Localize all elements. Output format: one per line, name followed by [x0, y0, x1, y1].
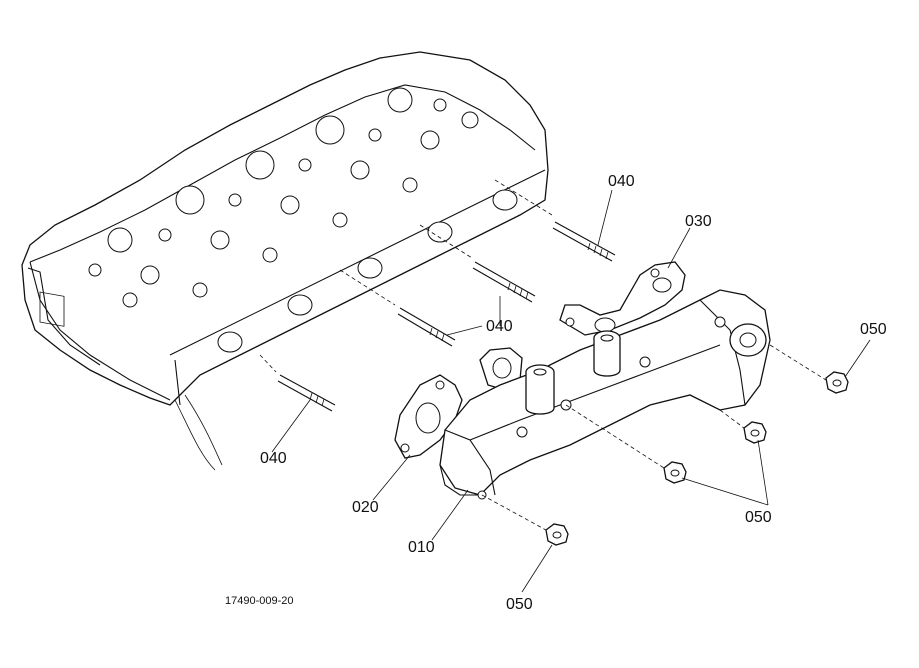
- nut-upper-mid: [719, 409, 767, 444]
- cylinder-head: [21, 51, 549, 471]
- label-gasket-rear: 030: [685, 213, 712, 230]
- stud-top: [494, 179, 616, 262]
- gasket-rear: [559, 261, 686, 336]
- label-manifold: 010: [408, 539, 435, 556]
- nut-bottom: [481, 494, 569, 546]
- label-stud-lower: 040: [260, 450, 287, 467]
- stud-middle: [419, 224, 536, 303]
- label-nut-bottom: 050: [506, 596, 533, 613]
- stud-upper-left: [339, 269, 456, 347]
- label-stud-top: 040: [608, 173, 635, 190]
- nut-mid: [565, 404, 687, 484]
- gasket-front: [394, 374, 463, 459]
- leader-lines: [271, 189, 871, 593]
- exhaust-manifold: [439, 289, 771, 500]
- nut-right: [769, 344, 849, 394]
- label-nut-right: 050: [860, 321, 887, 338]
- figure-code: 17490-009-20: [225, 595, 294, 607]
- label-nut-mid: 050: [745, 509, 772, 526]
- stud-lower: [259, 354, 336, 412]
- label-stud-middle: 040: [486, 318, 513, 335]
- label-gasket-front: 020: [352, 499, 379, 516]
- gasket-mid: [479, 347, 523, 391]
